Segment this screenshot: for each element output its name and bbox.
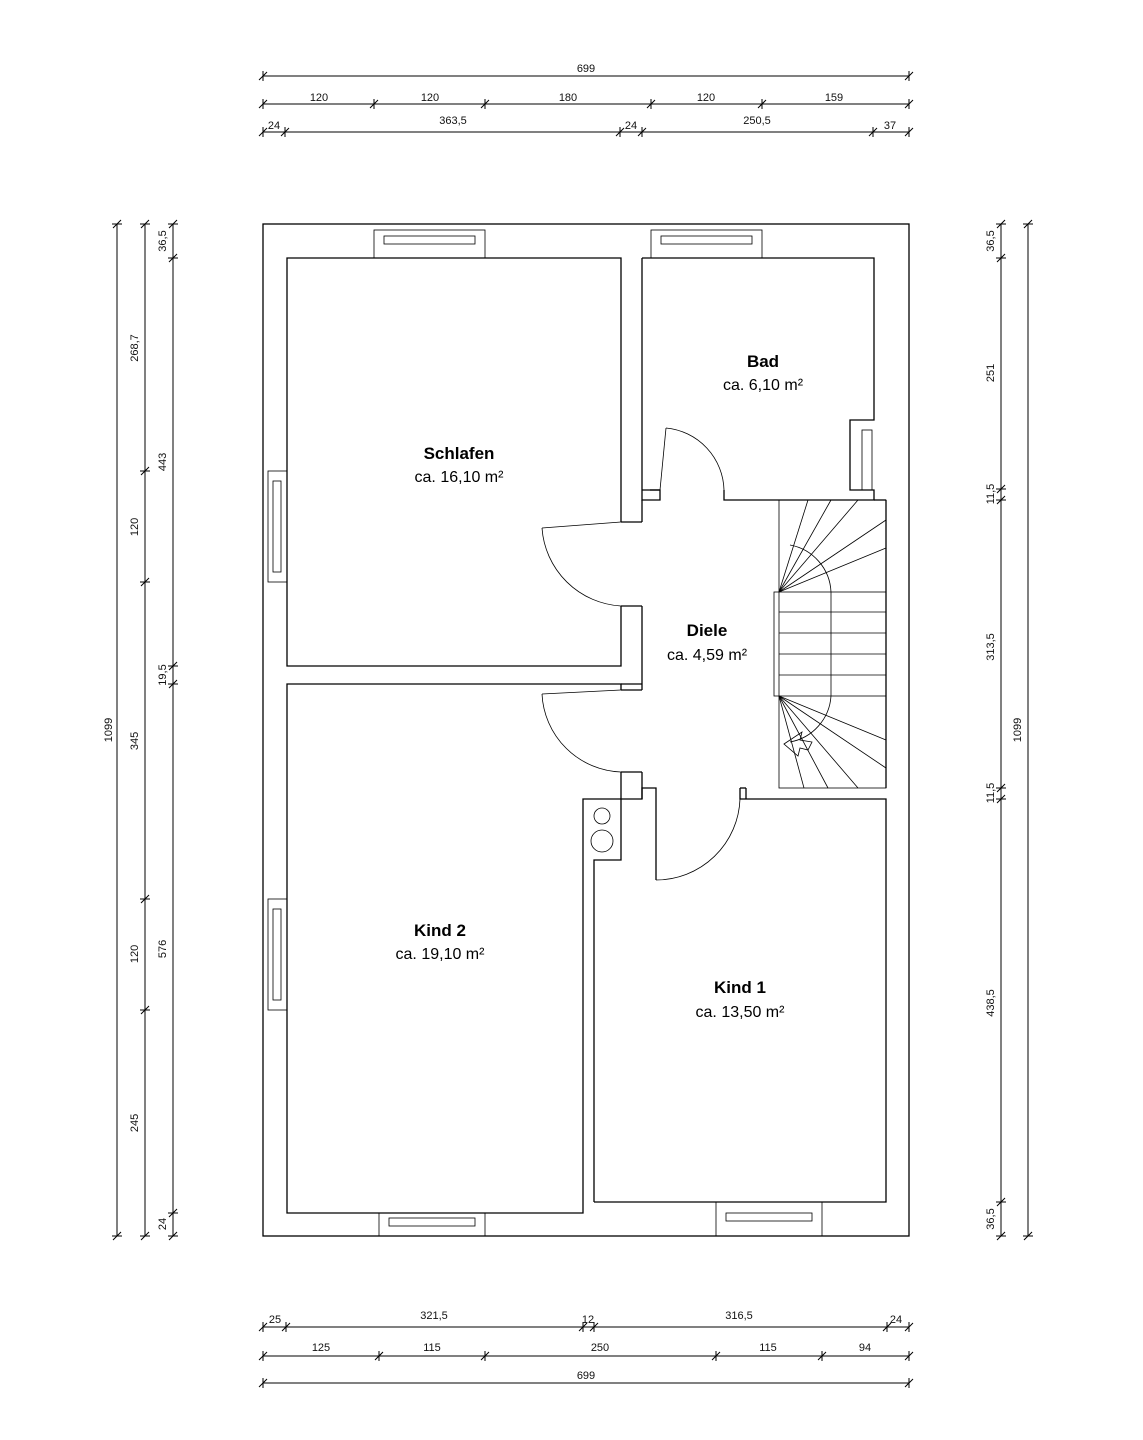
- dim-right-inner-7: 36,5: [985, 1208, 997, 1229]
- dim-top-r3-1: 24: [268, 120, 280, 132]
- room-schlafen-name: Schlafen: [424, 444, 495, 463]
- dim-top-r2-4: 120: [697, 92, 715, 104]
- dim-right-inner-1: 36,5: [985, 230, 997, 251]
- top-dimensions: 699 120 120 180 120 159 24 363,5 24 250,…: [258, 63, 914, 137]
- installation-small-circle: [593, 807, 611, 825]
- dim-left-total: 1099: [103, 718, 115, 742]
- installation-large-circle: [590, 829, 614, 853]
- kind1-walls: [593, 787, 657, 1202]
- dim-bot-r1-3: 12: [582, 1314, 594, 1326]
- schlafen-walls: [286, 257, 622, 667]
- dim-right-inner-2: 251: [985, 364, 997, 382]
- dim-left-outer-5: 245: [129, 1114, 141, 1132]
- dim-top-r3-4: 250,5: [743, 115, 771, 127]
- right-dimensions: 36,5 251 11,5 313,5 11,5 438,5 36,5 1099: [985, 219, 1033, 1241]
- room-labels: Bad ca. 6,10 m² Schlafen ca. 16,10 m² Di…: [396, 352, 804, 1021]
- dim-right-inner-3: 11,5: [985, 484, 997, 505]
- dim-right-total: 1099: [1012, 718, 1024, 742]
- dim-bot-r2-4: 115: [759, 1342, 777, 1354]
- dim-top-total: 699: [577, 63, 595, 75]
- dim-top-r3-5: 37: [884, 120, 896, 132]
- dim-bot-total: 699: [577, 1370, 595, 1382]
- dim-bot-r2-1: 125: [312, 1342, 330, 1354]
- dim-left-outer-4: 120: [129, 945, 141, 963]
- windows: [267, 229, 823, 1237]
- room-diele-area: ca. 4,59 m²: [667, 647, 748, 664]
- dim-left-inner-5: 24: [157, 1218, 169, 1230]
- door-schlafen: [541, 521, 622, 607]
- room-diele-name: Diele: [687, 621, 728, 640]
- window-schlafen-left: [267, 470, 288, 583]
- walls: [262, 223, 910, 1237]
- outer-wall: [262, 223, 910, 1237]
- doors: [541, 427, 741, 881]
- dim-left-inner-4: 576: [157, 940, 169, 958]
- window-kind2-bottom: [378, 1212, 486, 1237]
- room-kind2-area: ca. 19,10 m²: [396, 946, 486, 963]
- window-bad-top: [650, 229, 763, 259]
- dim-left-outer-3: 345: [129, 732, 141, 750]
- dim-bot-r1-2: 321,5: [420, 1310, 448, 1322]
- dim-top-r3-3: 24: [625, 120, 637, 132]
- dim-bot-r2-3: 250: [591, 1342, 609, 1354]
- dim-top-r2-1: 120: [310, 92, 328, 104]
- dim-bot-r2-5: 94: [859, 1342, 871, 1354]
- dim-bot-r2-2: 115: [423, 1342, 441, 1354]
- door-kind2: [541, 689, 622, 773]
- bad-walls: [642, 257, 875, 501]
- bottom-dimensions: 25 321,5 12 316,5 24 125 115 250 115 94 …: [258, 1310, 914, 1388]
- stair-arrow-icon: [783, 731, 813, 757]
- room-kind1-name: Kind 1: [714, 978, 766, 997]
- dim-bot-r1-5: 24: [890, 1314, 902, 1326]
- dim-right-inner-5: 11,5: [985, 783, 997, 804]
- dim-top-r3-2: 363,5: [439, 115, 467, 127]
- dim-top-r2-2: 120: [421, 92, 439, 104]
- room-kind1-area: ca. 13,50 m²: [696, 1004, 786, 1021]
- window-schlafen-top: [373, 229, 486, 259]
- room-kind2-name: Kind 2: [414, 921, 466, 940]
- left-dimensions: 1099 268,7 120 345 120 245 36,5 443 19,5…: [103, 219, 178, 1241]
- room-bad-name: Bad: [747, 352, 779, 371]
- dim-bot-r1-1: 25: [269, 1314, 281, 1326]
- room-schlafen-area: ca. 16,10 m²: [415, 469, 505, 486]
- dim-left-outer-1: 268,7: [129, 334, 141, 362]
- dim-top-r2-5: 159: [825, 92, 843, 104]
- dim-left-inner-1: 36,5: [157, 230, 169, 251]
- dim-bot-r1-4: 316,5: [725, 1310, 753, 1322]
- window-kind2-left: [267, 898, 288, 1011]
- window-kind1-bottom: [715, 1201, 823, 1237]
- room-bad-area: ca. 6,10 m²: [723, 377, 804, 394]
- dim-left-inner-2: 443: [157, 453, 169, 471]
- door-kind1: [655, 798, 741, 881]
- installations: [590, 807, 614, 853]
- dim-left-inner-3: 19,5: [157, 664, 169, 685]
- door-bad: [659, 427, 725, 491]
- dim-top-r2-3: 180: [559, 92, 577, 104]
- dim-left-outer-2: 120: [129, 518, 141, 536]
- dim-right-inner-6: 438,5: [985, 989, 997, 1017]
- staircase: [773, 499, 887, 789]
- dim-right-inner-4: 313,5: [985, 633, 997, 661]
